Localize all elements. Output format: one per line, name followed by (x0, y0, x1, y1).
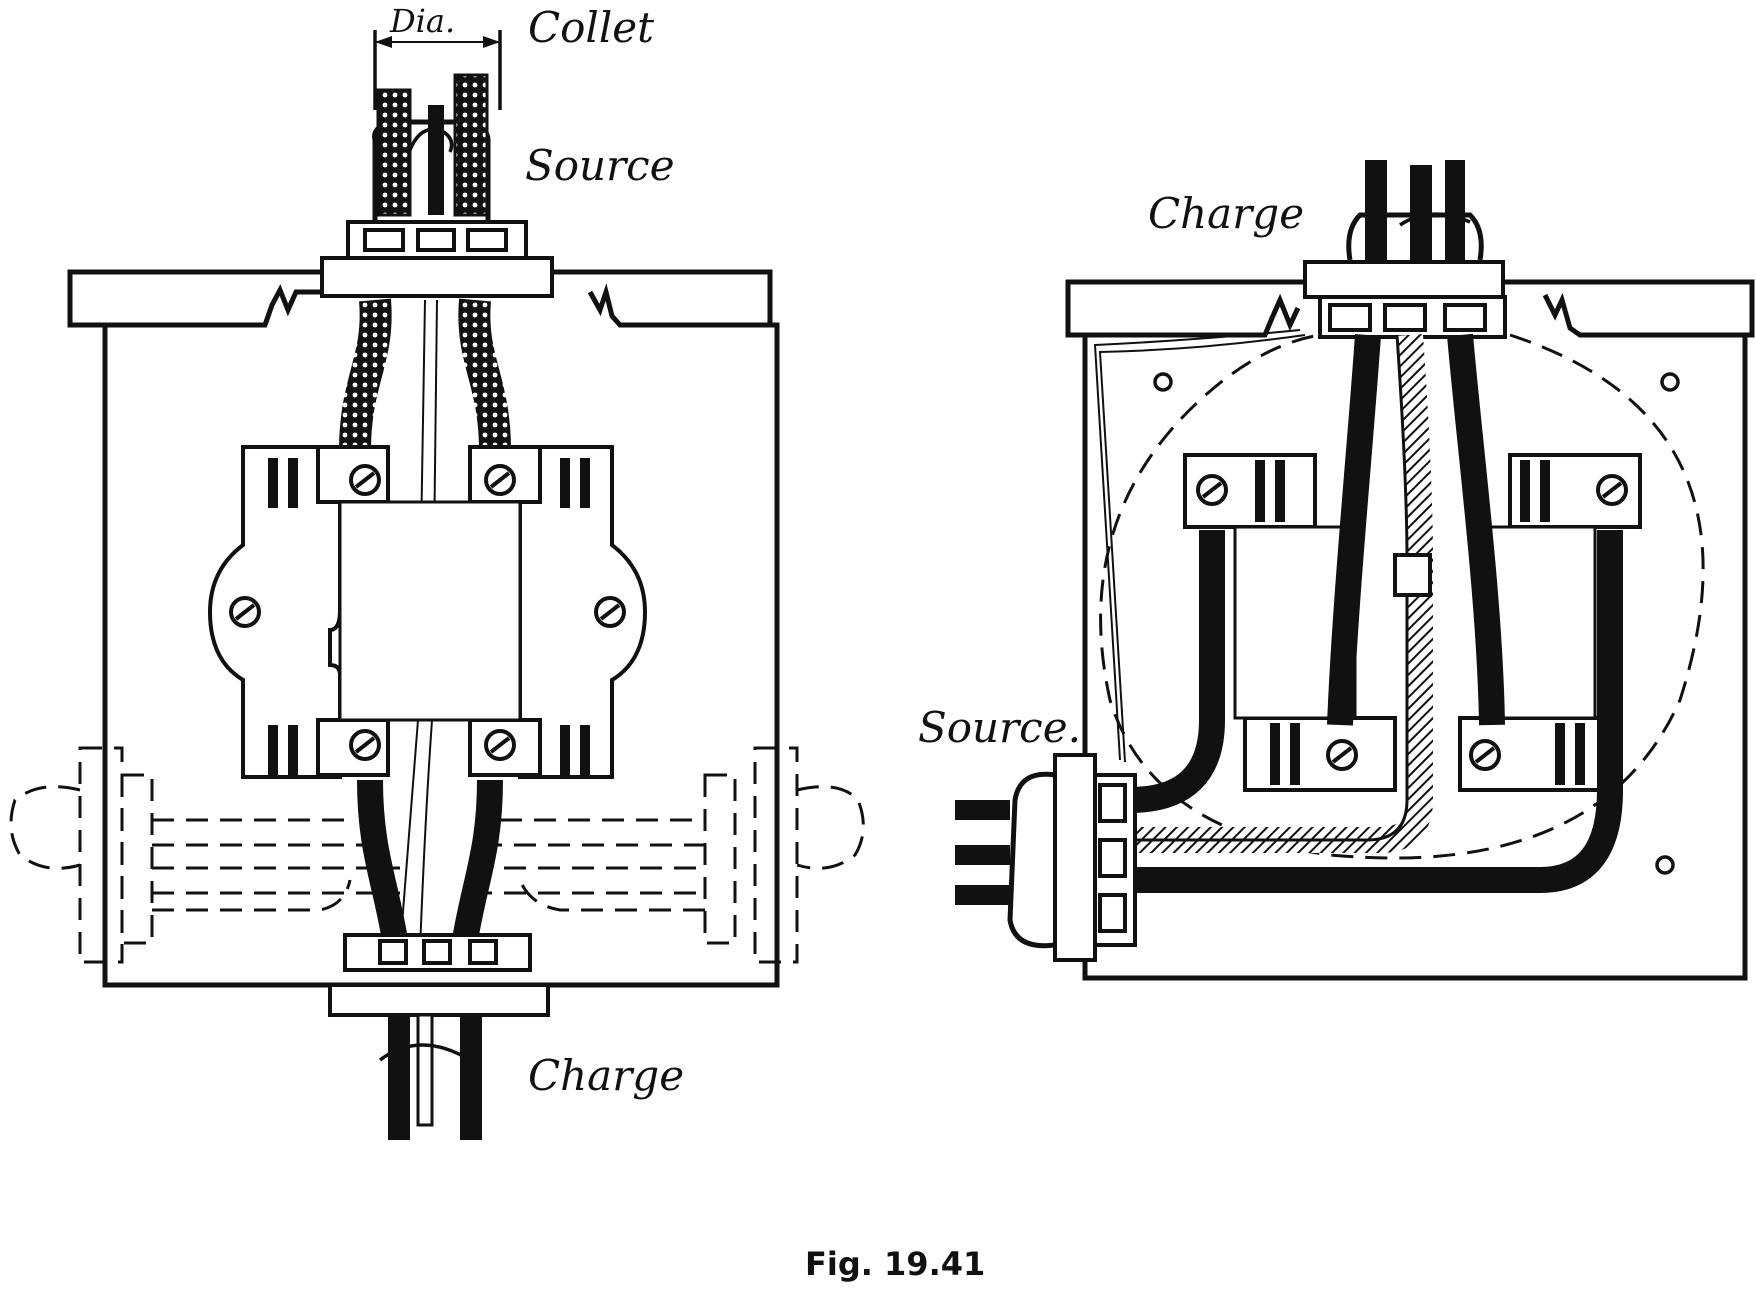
right-charge-label: Charge (1148, 189, 1304, 238)
dia-label: Dia. (389, 2, 455, 40)
left-charge-label: Charge (528, 1051, 684, 1100)
collet-label: Collet (528, 3, 654, 52)
left-source-label: Source (525, 141, 675, 190)
right-top-gland (1303, 260, 1505, 299)
right-source-gland (1053, 753, 1097, 962)
left-fuse-block-r (518, 445, 648, 779)
right-source-label: Source. (918, 703, 1081, 752)
right-lid (1065, 279, 1755, 981)
figure-caption: Fig. 19.41 (805, 1245, 985, 1283)
left-fuse-block-l (207, 445, 342, 779)
left-drawing: Dia. Collet Source Charge (9, 2, 865, 1140)
left-lid (67, 269, 780, 988)
left-bottom-gland (328, 983, 550, 1017)
left-top-gland (320, 256, 554, 298)
right-drawing: Charge Source. (918, 160, 1755, 981)
